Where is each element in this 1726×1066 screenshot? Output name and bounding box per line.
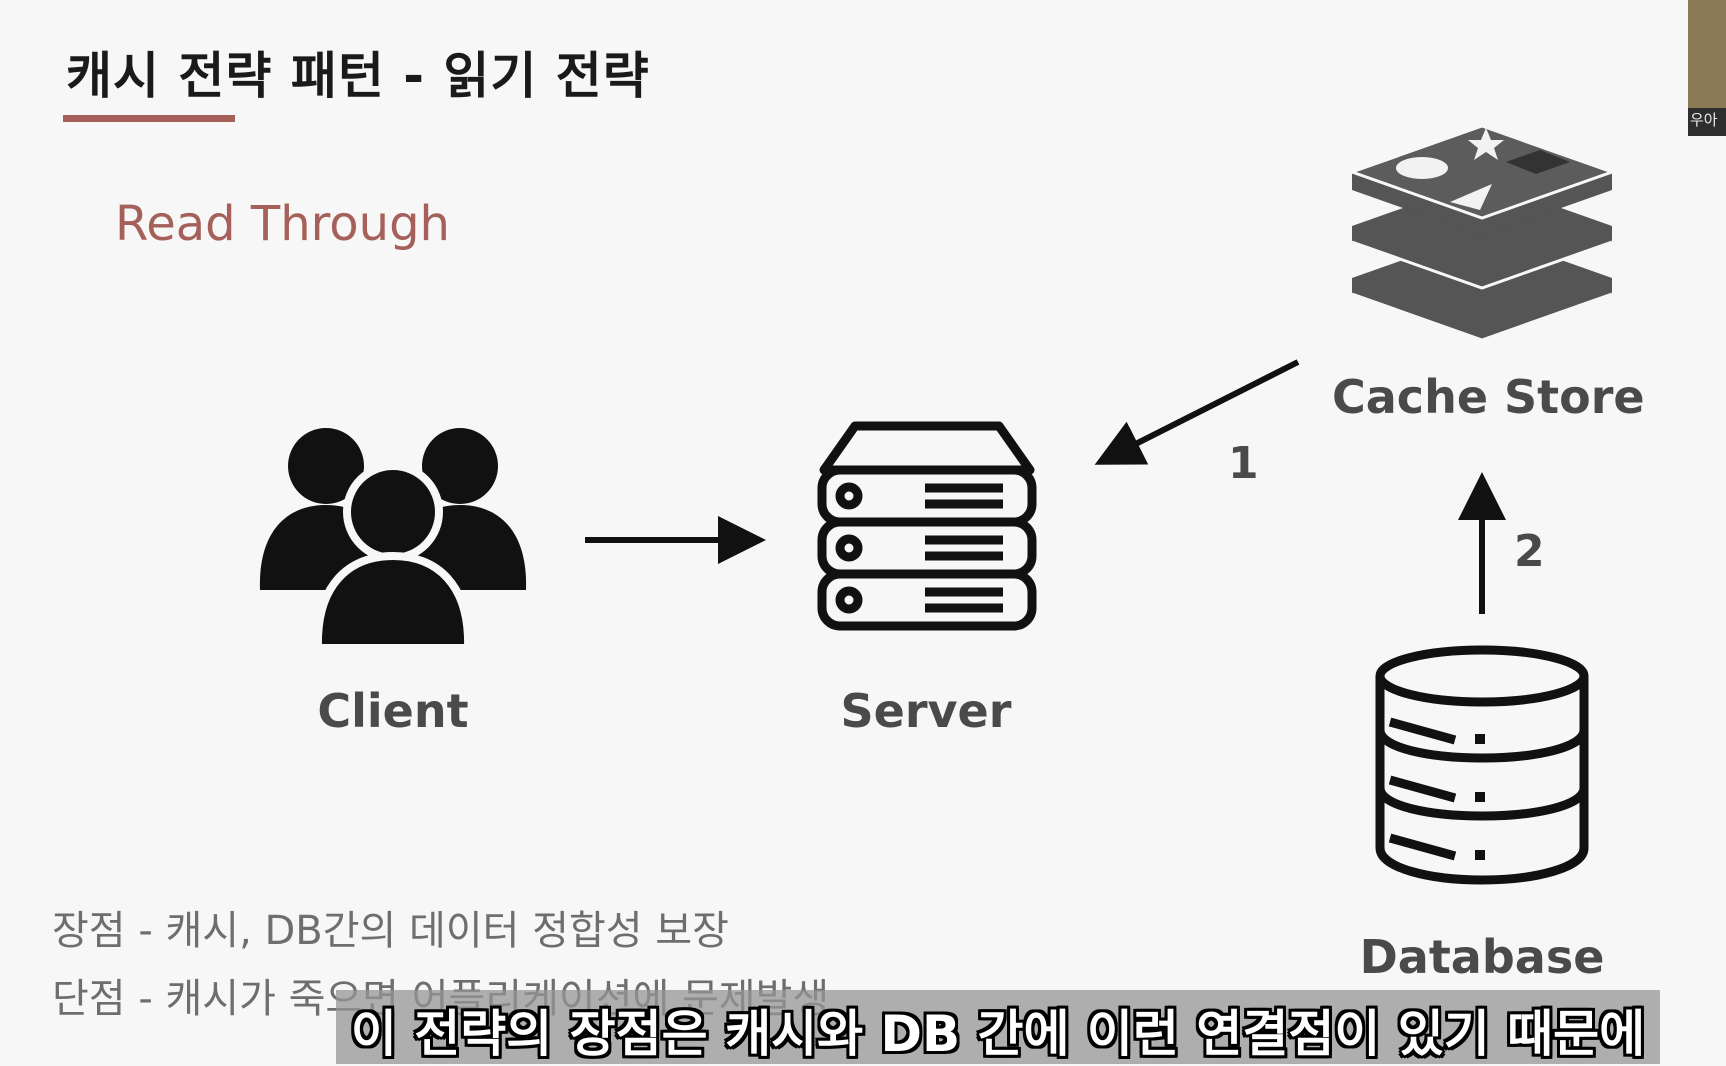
cache-store-label: Cache Store [1332, 370, 1645, 424]
thumbnail-label: 우아 [1690, 111, 1718, 129]
database-icon [1375, 645, 1589, 885]
presenter-thumbnail: 우아 [1688, 0, 1726, 136]
edge-label-1: 1 [1228, 438, 1259, 489]
server-icon [817, 421, 1037, 631]
slide-subtitle: Read Through [115, 196, 450, 252]
slide-title: 캐시 전략 패턴 - 읽기 전략 [66, 47, 650, 105]
client-label: Client [317, 684, 469, 738]
video-caption: 이 전략의 장점은 캐시와 DB 간에 이런 연결점이 있기 때문에 [350, 1005, 1646, 1063]
title-underline [63, 115, 235, 122]
pros-note: 장점 - 캐시, DB간의 데이터 정합성 보장 [52, 908, 729, 954]
caption-bar [336, 990, 1660, 1064]
thumbnail-label-bar [1688, 108, 1726, 136]
server-label: Server [840, 684, 1012, 738]
database-label: Database [1359, 930, 1605, 984]
cache-to-server-arrow [1094, 359, 1300, 465]
cache-store-icon [1347, 124, 1617, 342]
users-icon [259, 428, 527, 652]
edge-label-2: 2 [1514, 526, 1545, 577]
